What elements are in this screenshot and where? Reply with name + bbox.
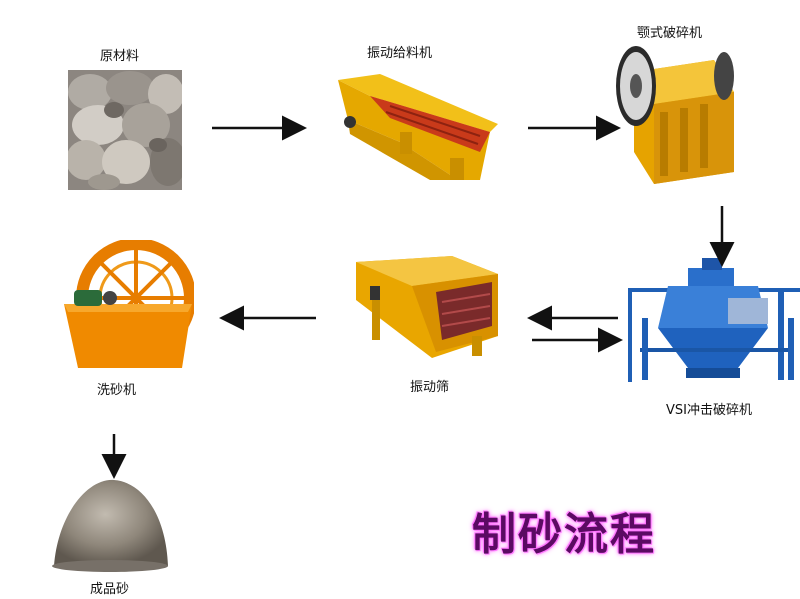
process-title: 制砂流程 [472, 498, 656, 562]
